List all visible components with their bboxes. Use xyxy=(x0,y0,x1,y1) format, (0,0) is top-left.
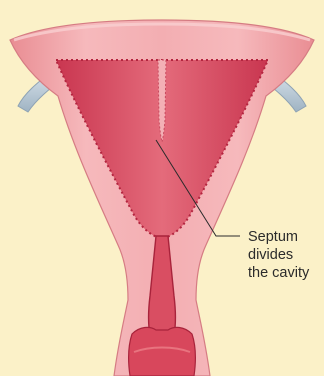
septum-label-line-2: divides xyxy=(248,247,293,264)
septum-label-line-1: Septum xyxy=(248,229,298,246)
vaginal-canal xyxy=(129,327,196,376)
septum-label-line-3: the cavity xyxy=(248,265,309,282)
